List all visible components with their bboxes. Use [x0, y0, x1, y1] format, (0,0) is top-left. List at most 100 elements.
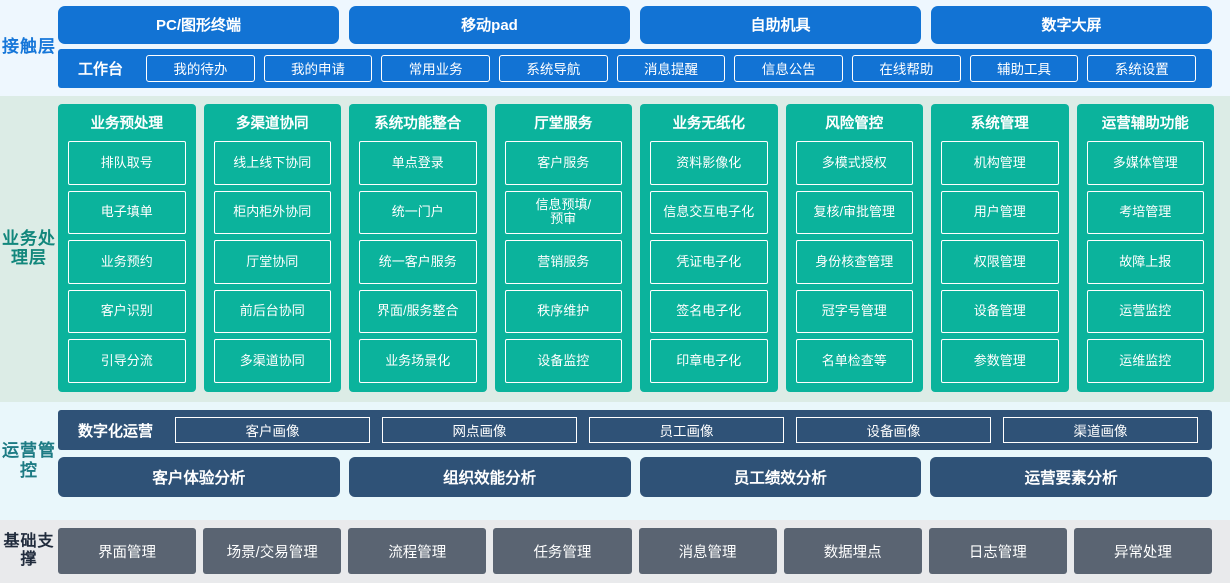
foundation-row: 界面管理场景/交易管理流程管理任务管理消息管理数据埋点日志管理异常处理	[58, 528, 1212, 574]
business-item[interactable]: 考培管理	[1086, 190, 1204, 235]
business-item[interactable]: 秩序维护	[504, 289, 622, 334]
business-column: 系统管理机构管理用户管理权限管理设备管理参数管理	[931, 104, 1069, 392]
business-column-title: 厅堂服务	[534, 116, 593, 132]
foundation-layer: 基础支撑 界面管理场景/交易管理流程管理任务管理消息管理数据埋点日志管理异常处理	[0, 520, 1230, 583]
workbench-button[interactable]: 在线帮助	[852, 54, 961, 82]
business-item[interactable]: 设备管理	[941, 289, 1059, 334]
business-item[interactable]: 资料影像化	[650, 141, 768, 185]
analysis-button[interactable]: 运营要素分析	[930, 457, 1212, 497]
business-item[interactable]: 运营监控	[1086, 289, 1204, 334]
business-column-title: 系统管理	[970, 116, 1029, 132]
business-column-title: 业务预处理	[90, 116, 164, 132]
business-item[interactable]: 前后台协同	[213, 289, 331, 334]
workbench-button[interactable]: 系统导航	[499, 54, 608, 82]
foundation-button[interactable]: 界面管理	[58, 528, 197, 574]
portrait-button[interactable]: 渠道画像	[1003, 417, 1199, 443]
business-item[interactable]: 排队取号	[68, 141, 186, 185]
business-item[interactable]: 业务预约	[68, 240, 186, 284]
business-item[interactable]: 故障上报	[1086, 240, 1204, 284]
business-item[interactable]: 统一门户	[359, 190, 477, 235]
portrait-button[interactable]: 网点画像	[382, 417, 578, 443]
workbench-title: 工作台	[78, 60, 124, 78]
workbench-button[interactable]: 我的待办	[146, 54, 255, 82]
business-item[interactable]: 柜内柜外协同	[213, 190, 331, 235]
business-item[interactable]: 客户识别	[68, 289, 186, 334]
business-item[interactable]: 凭证电子化	[650, 240, 768, 284]
business-item[interactable]: 单点登录	[359, 141, 477, 185]
foundation-layer-label: 基础支撑	[0, 528, 58, 574]
workbench-button[interactable]: 常用业务	[381, 54, 491, 82]
analysis-button[interactable]: 员工绩效分析	[639, 457, 922, 497]
business-item[interactable]: 名单检查等	[795, 339, 913, 383]
foundation-button[interactable]: 任务管理	[493, 528, 632, 574]
terminal-button[interactable]: 数字大屏	[931, 6, 1212, 44]
business-item[interactable]: 权限管理	[941, 240, 1059, 284]
business-item[interactable]: 设备监控	[504, 339, 622, 383]
foundation-button[interactable]: 场景/交易管理	[203, 528, 342, 574]
business-column: 业务无纸化资料影像化信息交互电子化凭证电子化签名电子化印章电子化	[640, 104, 778, 392]
business-item[interactable]: 统一客户服务	[359, 240, 477, 284]
business-column-title: 多渠道协同	[236, 116, 309, 132]
contact-layer-body: PC/图形终端移动pad 自助机具数字大屏 工作台 我的待办我的申请常用业务系统导…	[58, 6, 1230, 88]
business-item[interactable]: 引导分流	[68, 339, 186, 383]
business-columns: 业务预处理排队取号电子填单业务预约客户识别引导分流多渠道协同线上线下协同柜内柜外…	[58, 104, 1214, 392]
foundation-button[interactable]: 消息管理	[638, 528, 777, 574]
business-item[interactable]: 复核/审批管理	[795, 190, 913, 235]
business-layer-body: 业务预处理排队取号电子填单业务预约客户识别引导分流多渠道协同线上线下协同柜内柜外…	[58, 104, 1230, 392]
business-item[interactable]: 多模式授权	[795, 141, 913, 185]
workbench-button[interactable]: 我的申请	[263, 54, 373, 82]
business-item[interactable]: 客户服务	[504, 141, 622, 185]
business-item[interactable]: 印章电子化	[650, 339, 768, 383]
portrait-button[interactable]: 客户画像	[175, 417, 371, 443]
contact-layer: 接触层 PC/图形终端移动pad 自助机具数字大屏 工作台 我的待办我的申请常用业…	[0, 0, 1230, 96]
business-column: 运营辅助功能多媒体管理考培管理故障上报运营监控运维监控	[1076, 104, 1214, 392]
workbench-row: 工作台 我的待办我的申请常用业务系统导航消息提醒信息公告在线帮助辅助工具系统设置	[58, 48, 1212, 88]
terminal-button[interactable]: PC/图形终端	[58, 6, 339, 44]
business-column: 系统功能整合单点登录统一门户统一客户服务界面/服务整合业务场景化	[349, 104, 487, 392]
workbench-button[interactable]: 信息公告	[734, 54, 844, 82]
foundation-button[interactable]: 流程管理	[348, 528, 487, 574]
business-layer-label-text: 业务处理层	[2, 228, 56, 267]
business-layer-label: 业务处理层	[0, 104, 58, 392]
digital-operations-title: 数字化运营	[78, 422, 154, 440]
foundation-button[interactable]: 数据埋点	[783, 528, 922, 574]
analysis-row: 客户体验分析组织效能分析员工绩效分析运营要素分析	[58, 457, 1212, 497]
workbench-button[interactable]: 辅助工具	[969, 54, 1079, 82]
business-item[interactable]: 界面/服务整合	[359, 289, 477, 334]
business-column: 厅堂服务客户服务信息预填/ 预审营销服务秩序维护设备监控	[494, 104, 632, 392]
business-item[interactable]: 签名电子化	[650, 289, 768, 334]
operations-layer-label: 运营管控	[0, 410, 58, 511]
contact-layer-label-text: 接触层	[2, 37, 56, 57]
portrait-button[interactable]: 员工画像	[589, 417, 785, 443]
foundation-button[interactable]: 异常处理	[1073, 528, 1212, 574]
business-item[interactable]: 厅堂协同	[213, 240, 331, 284]
business-item[interactable]: 用户管理	[941, 190, 1059, 235]
business-item[interactable]: 冠字号管理	[795, 289, 913, 334]
digital-operations-row: 数字化运营 客户画像网点画像员工画像设备画像渠道画像	[58, 410, 1212, 450]
workbench-button[interactable]: 消息提醒	[616, 54, 726, 82]
business-item[interactable]: 信息预填/ 预审	[504, 190, 622, 235]
terminal-button[interactable]: 移动pad	[349, 6, 630, 44]
portrait-button[interactable]: 设备画像	[796, 417, 992, 443]
business-item[interactable]: 多媒体管理	[1086, 141, 1204, 185]
business-item[interactable]: 营销服务	[504, 240, 622, 284]
business-item[interactable]: 身份核查管理	[795, 240, 913, 284]
business-item[interactable]: 多渠道协同	[213, 339, 331, 383]
business-item[interactable]: 线上线下协同	[213, 141, 331, 185]
foundation-button[interactable]: 日志管理	[928, 528, 1067, 574]
analysis-button[interactable]: 客户体验分析	[58, 457, 340, 497]
foundation-layer-body: 界面管理场景/交易管理流程管理任务管理消息管理数据埋点日志管理异常处理	[58, 528, 1230, 574]
business-item[interactable]: 机构管理	[941, 141, 1059, 185]
operations-layer-label-text: 运营管控	[2, 441, 56, 480]
terminal-button[interactable]: 自助机具	[640, 6, 921, 44]
business-item[interactable]: 电子填单	[68, 190, 186, 235]
workbench-button[interactable]: 系统设置	[1087, 54, 1197, 82]
business-column: 多渠道协同线上线下协同柜内柜外协同厅堂协同前后台协同多渠道协同	[203, 104, 341, 392]
business-item[interactable]: 运维监控	[1086, 339, 1204, 383]
business-item[interactable]: 信息交互电子化	[650, 190, 768, 235]
business-item[interactable]: 业务场景化	[359, 339, 477, 383]
analysis-button[interactable]: 组织效能分析	[348, 457, 631, 497]
business-item[interactable]: 参数管理	[941, 339, 1059, 383]
contact-layer-label: 接触层	[0, 6, 58, 88]
